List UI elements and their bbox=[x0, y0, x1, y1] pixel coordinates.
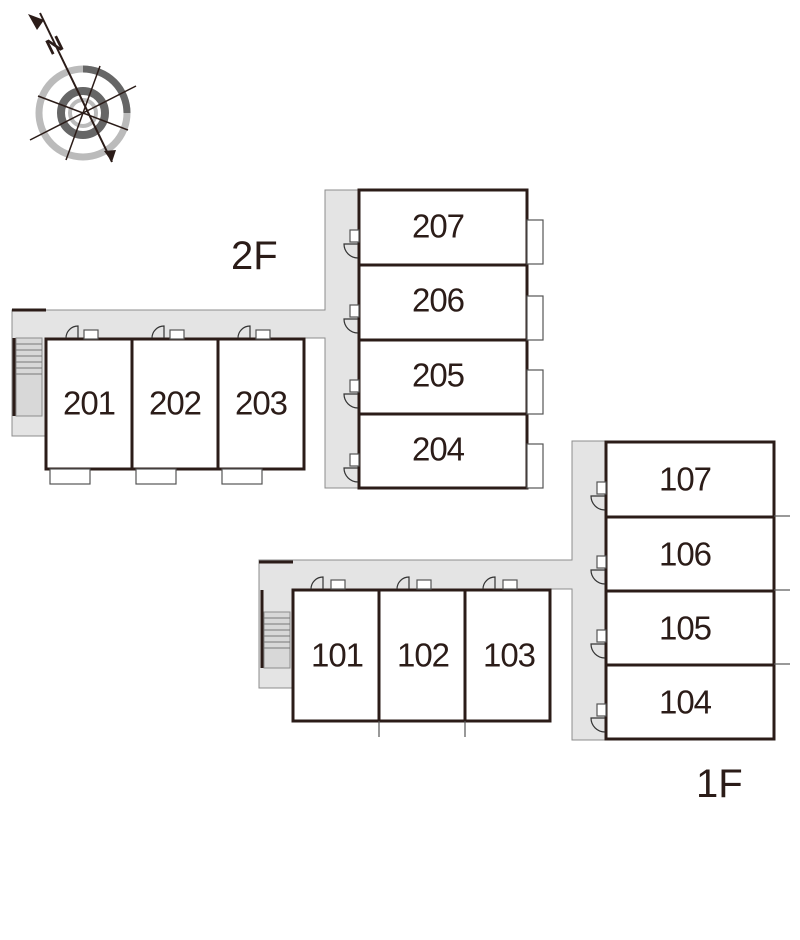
balcony-202 bbox=[135, 468, 177, 485]
balcony-201 bbox=[49, 468, 91, 485]
room-202-label: 202 bbox=[149, 385, 201, 422]
room-207-label: 207 bbox=[412, 208, 464, 245]
stairs-2f bbox=[12, 337, 43, 417]
room-103 bbox=[463, 588, 552, 723]
room-203-label: 203 bbox=[235, 385, 287, 422]
room-204 bbox=[357, 412, 529, 490]
room-203 bbox=[216, 337, 306, 471]
door-103-icon bbox=[482, 576, 518, 590]
room-107-label: 107 bbox=[659, 461, 711, 498]
door-107-icon bbox=[590, 481, 607, 511]
room-104-label: 104 bbox=[659, 684, 712, 721]
room-205-label: 205 bbox=[412, 357, 464, 394]
door-106-icon bbox=[590, 555, 607, 585]
compass-north-label: N bbox=[42, 30, 67, 59]
room-103-label: 103 bbox=[483, 637, 535, 674]
floor-label-2f: 2F bbox=[231, 234, 278, 278]
room-202 bbox=[130, 337, 220, 471]
corridor-1f bbox=[258, 440, 607, 741]
room-102 bbox=[377, 588, 467, 723]
balcony-206 bbox=[526, 295, 544, 341]
room-206-label: 206 bbox=[412, 282, 464, 319]
room-204-label: 204 bbox=[412, 431, 465, 468]
door-102-icon bbox=[396, 576, 432, 590]
door-202-icon bbox=[151, 325, 185, 340]
room-201-label: 201 bbox=[63, 385, 115, 422]
door-207-icon bbox=[343, 229, 360, 259]
balcony-204 bbox=[526, 443, 544, 489]
room-206 bbox=[357, 263, 529, 342]
door-203-icon bbox=[237, 325, 271, 340]
room-106 bbox=[604, 515, 776, 593]
door-105-icon bbox=[590, 629, 607, 659]
balcony-203 bbox=[221, 468, 263, 485]
balcony-205 bbox=[526, 369, 544, 415]
room-101-label: 101 bbox=[311, 637, 363, 674]
first-floor-plan: 101 102 103 107 106 105 104 1F bbox=[258, 440, 790, 806]
door-104-icon bbox=[590, 703, 607, 733]
stairs-1f bbox=[260, 590, 291, 669]
second-floor-plan: 201 202 203 207 206 205 204 2F bbox=[11, 188, 544, 490]
room-201 bbox=[44, 337, 134, 471]
room-105-label: 105 bbox=[659, 610, 711, 647]
room-102-label: 102 bbox=[397, 637, 449, 674]
door-205-icon bbox=[343, 379, 360, 409]
floor-label-1f: 1F bbox=[696, 762, 743, 806]
room-107 bbox=[604, 440, 776, 519]
room-106-label: 106 bbox=[659, 536, 711, 573]
balcony-207 bbox=[526, 219, 544, 265]
room-104 bbox=[604, 663, 776, 741]
room-207 bbox=[357, 188, 529, 267]
door-206-icon bbox=[343, 304, 360, 334]
door-101-icon bbox=[310, 576, 346, 590]
compass-rose-icon bbox=[28, 12, 137, 163]
door-204-icon bbox=[343, 453, 360, 483]
corridor-2f bbox=[11, 189, 359, 489]
room-101 bbox=[291, 588, 381, 723]
door-201-icon bbox=[65, 325, 99, 340]
